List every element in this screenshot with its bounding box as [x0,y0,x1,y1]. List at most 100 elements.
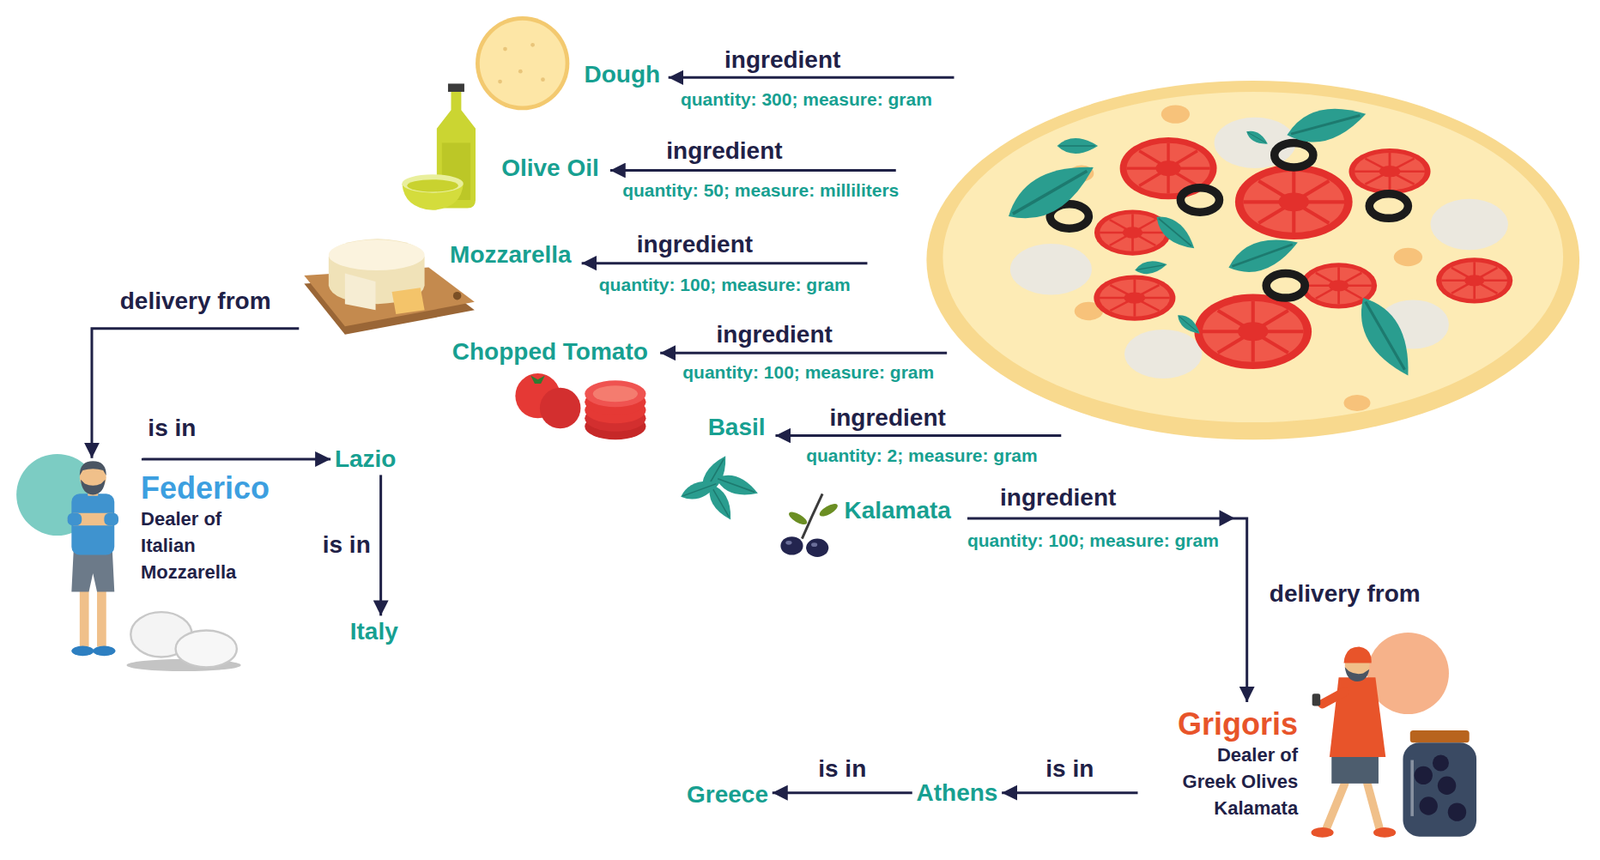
olive-icon-part [780,536,803,555]
edge-label: is in [1045,755,1094,783]
node-description: Dealer of Italian Mozzarella [140,505,237,586]
pizza-illustration-part [1124,329,1202,379]
connector [1001,791,1138,794]
grigoris-figure-part [1322,691,1346,704]
olive-oil-icon-part [448,83,465,92]
federico-figure-part [79,585,90,647]
olive-icon-part [801,493,823,539]
grigoris-figure-part [1367,632,1449,715]
edge-label: delivery from [1269,580,1421,608]
olive-icon [780,493,840,558]
federico-figure-part [67,513,83,526]
pizza-illustration-part [942,91,1564,423]
pizza-illustration-part [1283,98,1370,150]
dough-icon-part [497,79,503,85]
federico-figure-part [92,645,116,656]
pizza-illustration-part [1224,229,1303,280]
tomato-icon [515,373,646,440]
grigoris-figure-part [1410,760,1414,817]
pizza-illustration-part [1010,243,1092,295]
pizza-illustration-part [1235,164,1353,240]
grigoris-figure-part [1373,827,1396,838]
olive-oil-icon-part [406,179,458,192]
grigoris-figure-part [1437,776,1456,795]
ingredient-node: Basil [703,412,770,444]
node-description: Dealer of Greek Olives Kalamata [1169,741,1298,822]
quantity-label: quantity: 50; measure: milliliters [622,180,899,201]
grigoris-figure-part [1418,796,1437,815]
federico-figure-part [67,513,119,526]
ingredient-arrows-part [660,351,947,355]
edge-label: is in [147,414,196,443]
pizza-illustration-part [1266,273,1305,299]
mozzarella-icon-part [345,273,376,311]
quantity-label: quantity: 2; measure: gram [806,445,1038,467]
grigoris-figure-part [1326,783,1345,829]
relation-label: ingredient [829,404,946,432]
relation-label: ingredient [1000,484,1116,512]
pizza-illustration-part [1393,248,1423,267]
pizza-illustration-part [1436,257,1513,304]
quantity-label: quantity: 100; measure: gram [967,530,1219,552]
connector [91,328,299,459]
basil-icon-part [678,475,722,504]
tomato-icon-part [530,375,546,384]
place-node: Greece [682,779,772,812]
federico-figure-part [96,585,107,647]
olive-icon-part [811,542,818,547]
pizza-illustration-part [1344,394,1371,412]
ingredient-node: Olive Oil [496,152,603,185]
node-title: Mozzarella [298,241,571,269]
pizza-illustration-part [1161,104,1190,123]
olive-oil-icon [401,83,476,210]
dough-icon-part [503,47,508,52]
place-node: Athens [912,776,1002,809]
pizza-illustration-part [1094,209,1171,255]
pizza-illustration-part [1093,274,1176,321]
grigoris-figure-part [1448,802,1467,821]
mozzarella-icon [303,238,474,335]
place-node: Lazio [330,442,400,475]
federico-figure-part [103,513,119,526]
connector [772,791,913,794]
dough-icon-part [540,77,546,82]
node-title: Grigoris [1141,706,1298,742]
edge-label: is in [818,755,867,783]
node-title: Basil [708,413,766,442]
grigoris-figure-part [1310,827,1334,838]
node-title: Dough [584,60,661,89]
pizza-illustration-part [1348,289,1423,384]
connectors [91,328,1248,794]
dough-icon-part [475,16,570,110]
pizza-illustration-part [1193,294,1312,370]
grigoris-figure-part [1331,755,1379,784]
connector [142,458,331,460]
node-title: Kalamata [843,496,952,525]
relation-label: ingredient [636,230,753,259]
olive-icon-part [806,539,829,558]
ingredient-arrows-part [668,76,955,79]
federico-figure-part [71,551,115,593]
pizza-illustration-part [999,151,1103,232]
grigoris-figure-part [1312,693,1322,706]
tomato-icon-part [584,380,646,407]
ingredient-arrows-part [610,169,897,172]
pizza-illustration-part [926,80,1580,440]
federico-figure-part [79,460,107,476]
pizza-illustration-part [1133,258,1169,277]
dough-icon [475,16,570,110]
grigoris-figure-part [1414,766,1433,785]
dough-icon-part [530,42,535,48]
ingredient-node: Mozzarella [298,241,571,333]
node-title: Athens [916,779,999,807]
grigoris-figure-part [1402,742,1477,837]
grigoris-figure-part [1344,647,1372,664]
mozzarella-icon-part [392,287,425,315]
pizza-illustration-part [1274,142,1314,168]
node-title: Greece [686,781,769,809]
quantity-label: quantity: 100; measure: gram [682,362,934,383]
ingredient-node: Dough [580,58,665,91]
basil-icon [678,451,761,523]
